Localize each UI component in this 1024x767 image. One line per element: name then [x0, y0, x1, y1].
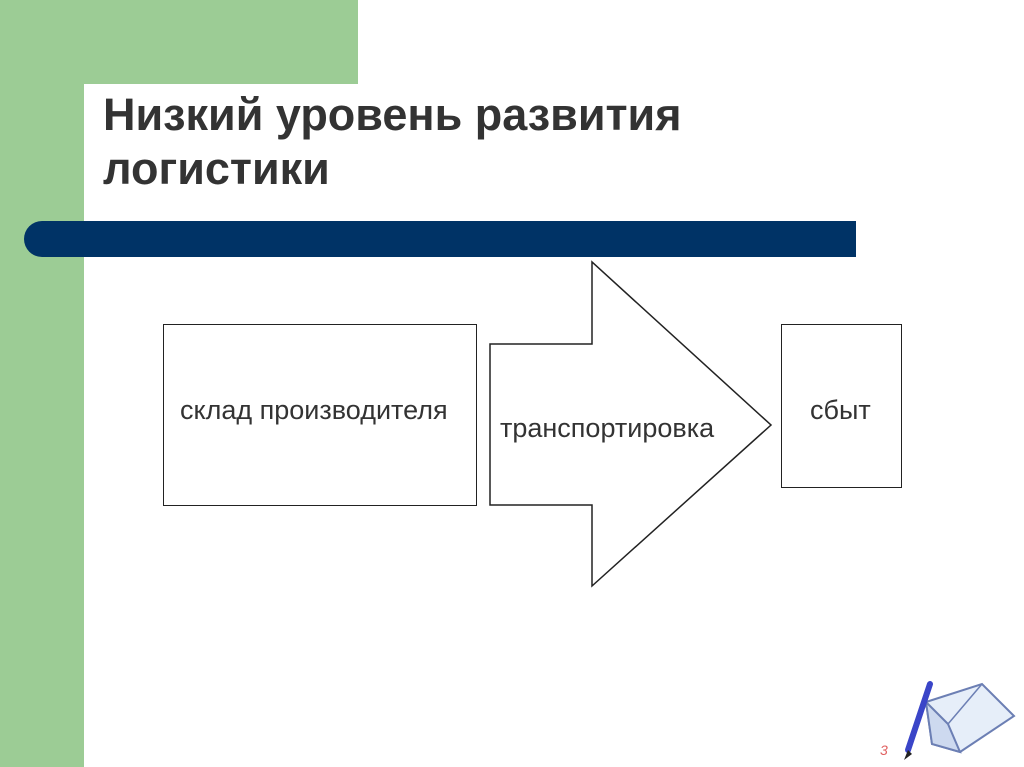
green-top-block: [0, 0, 358, 84]
slide-title: Низкий уровень развития логистики: [103, 89, 682, 194]
slide-number: 3: [880, 742, 888, 758]
transport-arrow-shape: [489, 260, 773, 588]
pencil-notebook-icon: [904, 681, 1016, 760]
green-sidebar-strip: [0, 0, 84, 767]
sales-label: сбыт: [810, 395, 871, 425]
transport-arrow: [489, 260, 773, 588]
sales-box: [781, 324, 902, 488]
transport-label: транспортировка: [500, 413, 715, 443]
warehouse-label: склад производителя: [180, 395, 448, 425]
warehouse-box: [163, 324, 477, 506]
title-underline-bar: [24, 221, 856, 257]
